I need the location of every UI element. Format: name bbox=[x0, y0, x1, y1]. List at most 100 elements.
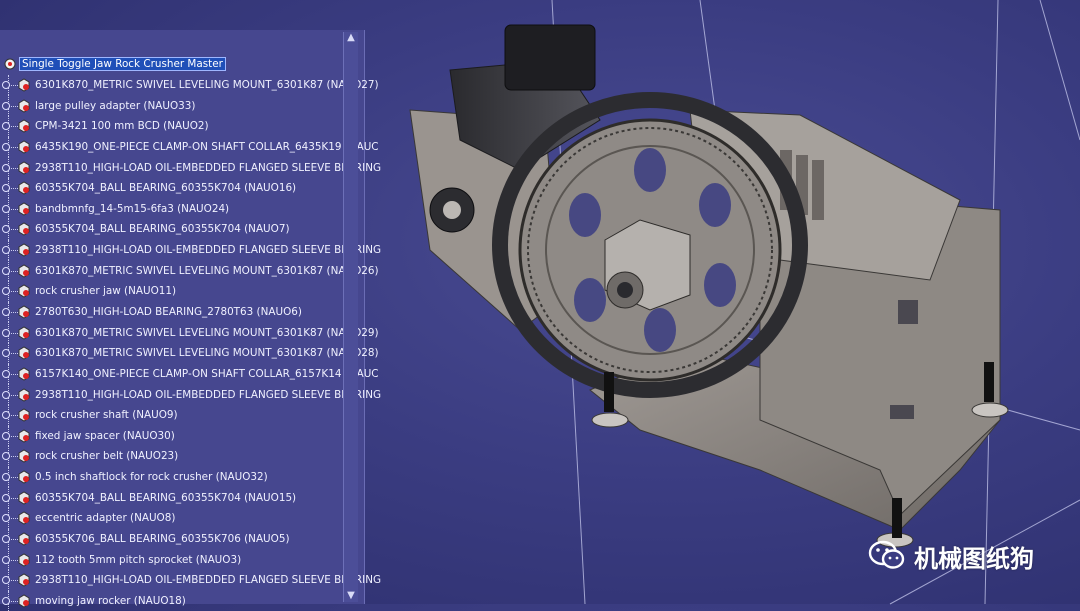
tree-node[interactable]: large pulley adapter (NAUO33) bbox=[0, 95, 350, 116]
part-node-icon bbox=[17, 511, 31, 525]
part-node-icon bbox=[17, 491, 31, 505]
tree-node[interactable]: 112 tooth 5mm pitch sprocket (NAUO3) bbox=[0, 549, 350, 570]
tree-expand-icon[interactable] bbox=[2, 328, 10, 337]
part-node-icon bbox=[17, 284, 31, 298]
part-node-icon bbox=[17, 99, 31, 113]
tree-expand-icon[interactable] bbox=[2, 184, 10, 193]
tree-node[interactable]: moving jaw rocker (NAUO18) bbox=[0, 590, 350, 611]
tree-node-label: bandbmnfg_14-5m15-6fa3 (NAUO24) bbox=[35, 202, 230, 215]
part-node-icon bbox=[17, 264, 31, 278]
tree-expand-icon[interactable] bbox=[2, 431, 10, 440]
leveling-feet bbox=[591, 402, 1009, 548]
tree-node[interactable]: 2780T630_HIGH-LOAD BEARING_2780T63 (NAUO… bbox=[0, 301, 350, 323]
part-node-icon bbox=[17, 408, 31, 422]
tree-expand-icon[interactable] bbox=[2, 390, 10, 399]
tree-expand-icon[interactable] bbox=[2, 163, 10, 172]
tree-node[interactable]: 2938T110_HIGH-LOAD OIL-EMBEDDED FLANGED … bbox=[0, 384, 381, 405]
tree-list: Single Toggle Jaw Rock Crusher Master 63… bbox=[0, 54, 381, 611]
tree-expand-icon[interactable] bbox=[2, 349, 10, 358]
wechat-logo-icon bbox=[868, 540, 906, 572]
tree-node-label: moving jaw rocker (NAUO18) bbox=[35, 594, 186, 607]
tree-expand-icon[interactable] bbox=[2, 596, 10, 605]
tree-node-label: rock crusher shaft (NAUO9) bbox=[35, 409, 178, 422]
tree-expand-icon[interactable] bbox=[2, 535, 10, 544]
tree-expand-icon[interactable] bbox=[2, 204, 10, 213]
tree-node-label: 6301K870_METRIC SWIVEL LEVELING MOUNT_63… bbox=[35, 78, 379, 91]
tree-node[interactable]: 6157K140_ONE-PIECE CLAMP-ON SHAFT COLLAR… bbox=[0, 363, 379, 385]
tree-node-label: 2938T110_HIGH-LOAD OIL-EMBEDDED FLANGED … bbox=[35, 574, 382, 587]
tree-node[interactable]: rock crusher jaw (NAUO11) bbox=[0, 281, 350, 302]
tree-node-label: 6435K190_ONE-PIECE CLAMP-ON SHAFT COLLAR… bbox=[35, 140, 379, 153]
side-slot bbox=[898, 300, 918, 324]
tree-expand-icon[interactable] bbox=[2, 514, 10, 523]
tree-node[interactable]: fixed jaw spacer (NAUO30) bbox=[0, 425, 350, 447]
tree-node[interactable]: 60355K704_BALL BEARING_60355K704 (NAUO15… bbox=[0, 487, 350, 508]
part-node-icon bbox=[17, 532, 31, 546]
part-node-icon bbox=[17, 160, 31, 175]
tree-expand-icon[interactable] bbox=[2, 225, 10, 234]
tree-expand-icon[interactable] bbox=[2, 452, 10, 461]
part-node-icon bbox=[17, 346, 31, 360]
tree-expand-icon[interactable] bbox=[2, 142, 10, 151]
motor-encoder bbox=[504, 24, 596, 91]
tree-node-label: 2780T630_HIGH-LOAD BEARING_2780T63 (NAUO… bbox=[35, 306, 302, 318]
tree-node[interactable]: 2938T110_HIGH-LOAD OIL-EMBEDDED FLANGED … bbox=[0, 157, 381, 178]
tree-expand-icon[interactable] bbox=[2, 80, 10, 89]
tree-node[interactable]: 60355K704_BALL BEARING_60355K704 (NAUO16… bbox=[0, 177, 350, 199]
tree-node[interactable]: 6301K870_METRIC SWIVEL LEVELING MOUNT_63… bbox=[0, 74, 379, 96]
tree-expand-icon[interactable] bbox=[2, 411, 10, 420]
scroll-down-arrow-icon[interactable]: ▼ bbox=[347, 590, 355, 601]
tree-node-label: 60355K704_BALL BEARING_60355K704 (NAUO15… bbox=[35, 491, 297, 504]
scroll-up-arrow-icon[interactable]: ▲ bbox=[347, 32, 355, 43]
tree-expand-icon[interactable] bbox=[2, 473, 10, 482]
tree-node[interactable]: 60355K706_BALL BEARING_60355K706 (NAUO5) bbox=[0, 528, 350, 550]
tree-node[interactable]: bandbmnfg_14-5m15-6fa3 (NAUO24) bbox=[0, 198, 350, 219]
tree-node[interactable]: 6435K190_ONE-PIECE CLAMP-ON SHAFT COLLAR… bbox=[0, 136, 379, 158]
part-node-icon bbox=[17, 367, 31, 381]
tree-node[interactable]: 6301K870_METRIC SWIVEL LEVELING MOUNT_63… bbox=[0, 322, 379, 343]
part-node-icon bbox=[17, 449, 31, 464]
tree-expand-icon[interactable] bbox=[2, 122, 10, 131]
tree-node[interactable]: rock crusher belt (NAUO23) bbox=[0, 446, 350, 467]
part-node-icon bbox=[17, 387, 31, 402]
tree-node-label: 2938T110_HIGH-LOAD OIL-EMBEDDED FLANGED … bbox=[35, 388, 382, 401]
tree-node[interactable]: 6301K870_METRIC SWIVEL LEVELING MOUNT_63… bbox=[0, 342, 379, 364]
tree-node-label: 6157K140_ONE-PIECE CLAMP-ON SHAFT COLLAR… bbox=[35, 367, 379, 380]
tree-node[interactable]: 0.5 inch shaftlock for rock crusher (NAU… bbox=[0, 466, 350, 488]
tree-expand-icon[interactable] bbox=[2, 308, 10, 316]
tree-expand-icon[interactable] bbox=[2, 493, 10, 502]
tree-scrollbar[interactable]: ▲ ▼ bbox=[343, 32, 358, 602]
tree-expand-icon[interactable] bbox=[2, 266, 10, 275]
small-pulley-hub bbox=[443, 201, 461, 219]
specification-tree[interactable]: Single Toggle Jaw Rock Crusher Master 63… bbox=[0, 30, 381, 611]
tree-node[interactable]: 6301K870_METRIC SWIVEL LEVELING MOUNT_63… bbox=[0, 260, 379, 281]
tree-expand-icon[interactable] bbox=[2, 246, 10, 255]
product-icon bbox=[3, 57, 17, 71]
tree-node[interactable]: eccentric adapter (NAUO8) bbox=[0, 508, 350, 529]
tree-node[interactable]: rock crusher shaft (NAUO9) bbox=[0, 404, 350, 426]
tree-node[interactable]: CPM-3421 100 mm BCD (NAUO2) bbox=[0, 115, 350, 137]
drive-belt bbox=[492, 92, 808, 398]
part-node-icon bbox=[17, 573, 31, 587]
part-node-icon bbox=[17, 305, 31, 319]
tree-expand-icon[interactable] bbox=[2, 369, 10, 378]
tree-node-label: fixed jaw spacer (NAUO30) bbox=[35, 429, 175, 442]
part-node-icon bbox=[17, 181, 31, 195]
tree-node[interactable]: 60355K704_BALL BEARING_60355K704 (NAUO7) bbox=[0, 219, 350, 240]
part-node-icon bbox=[17, 202, 31, 216]
tree-expand-icon[interactable] bbox=[2, 287, 10, 296]
tree-expand-icon[interactable] bbox=[2, 555, 10, 564]
sprocket-holes bbox=[569, 148, 736, 352]
watermark-text: 机械图纸狗 bbox=[914, 544, 1034, 573]
tree-node[interactable]: 2938T110_HIGH-LOAD OIL-EMBEDDED FLANGED … bbox=[0, 570, 381, 591]
tree-node-label: 112 tooth 5mm pitch sprocket (NAUO3) bbox=[35, 553, 242, 566]
tree-expand-icon[interactable] bbox=[2, 576, 10, 585]
side-slot bbox=[890, 405, 914, 419]
tree-node[interactable]: 2938T110_HIGH-LOAD OIL-EMBEDDED FLANGED … bbox=[0, 239, 381, 261]
tree-expand-icon[interactable] bbox=[2, 101, 10, 110]
part-node-icon bbox=[17, 140, 31, 154]
tree-root[interactable]: Single Toggle Jaw Rock Crusher Master bbox=[0, 54, 350, 75]
tree-node-label: eccentric adapter (NAUO8) bbox=[35, 512, 176, 525]
